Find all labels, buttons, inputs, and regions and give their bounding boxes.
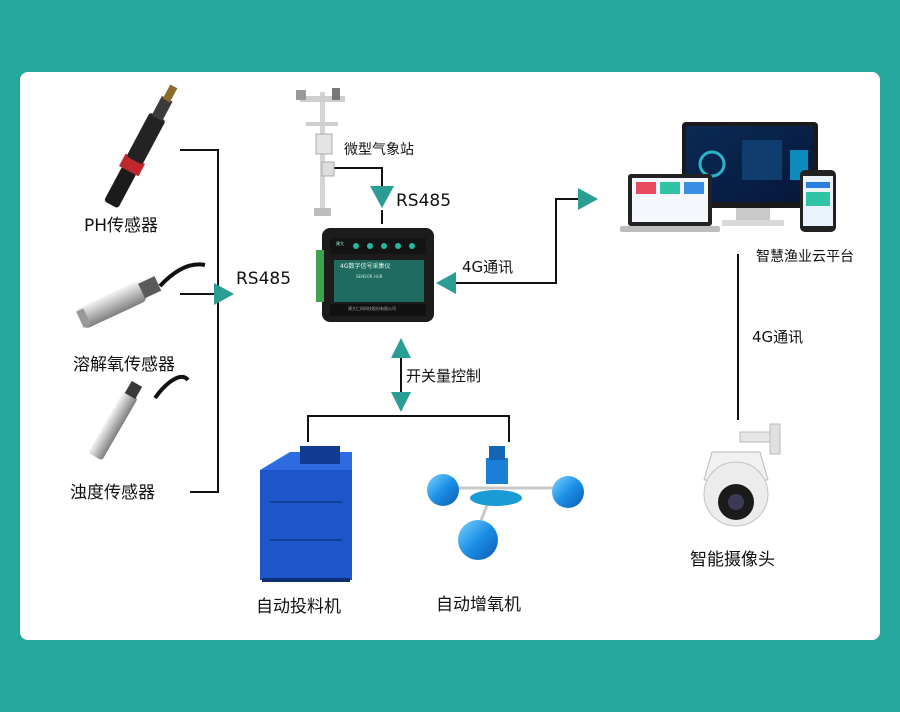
dissolved-oxygen-sensor-label: 溶解氧传感器 [73,355,175,375]
turbidity-sensor-icon [89,374,190,460]
protocol-left-label: RS485 [236,269,292,289]
device-footer-label: 建大仁科科技股份有限公司 [348,306,396,311]
camera-label: 智能摄像头 [690,550,775,570]
dissolved-oxygen-sensor-icon [76,262,206,328]
arrow-down-weather [370,186,394,208]
arrow-right-cloud [578,188,598,210]
arrow-down-control [391,392,411,412]
arrow-up-control [391,338,411,358]
aerator-icon [427,446,584,560]
arrow-left-cloud [436,272,456,294]
ph-sensor-icon [104,84,178,208]
arrows [214,186,598,412]
weather-station-label: 微型气象站 [344,142,414,158]
camera-icon [703,423,781,527]
aerator-label: 自动增氧机 [436,595,521,615]
device-sub-label: SENSOR HUB [356,274,383,279]
collector-device-icon [316,228,434,322]
feeder-label: 自动投料机 [256,597,341,617]
cloud-link-label: 4G通讯 [462,258,514,276]
weather-station-icon [296,88,345,216]
turbidity-sensor-label: 浊度传感器 [70,483,155,503]
control-label: 开关量控制 [406,367,482,385]
camera-link-label: 4G通讯 [752,328,804,346]
cloud-link-line [456,198,578,284]
ph-sensor-label: PH传感器 [84,216,159,236]
sensor-bus-lines [180,149,219,493]
device-name-label: 4G数字信号采集仪 [340,263,391,270]
weather-link-line [333,167,383,224]
arrow-right-sensors [214,283,234,305]
control-link-line [307,356,510,442]
device-brand-label: 建大 [336,241,344,246]
protocol-top-label: RS485 [396,191,452,211]
cloud-platform-label: 智慧渔业云平台 [756,249,854,265]
feeder-icon [260,446,352,582]
cloud-platform-icon [620,122,836,232]
